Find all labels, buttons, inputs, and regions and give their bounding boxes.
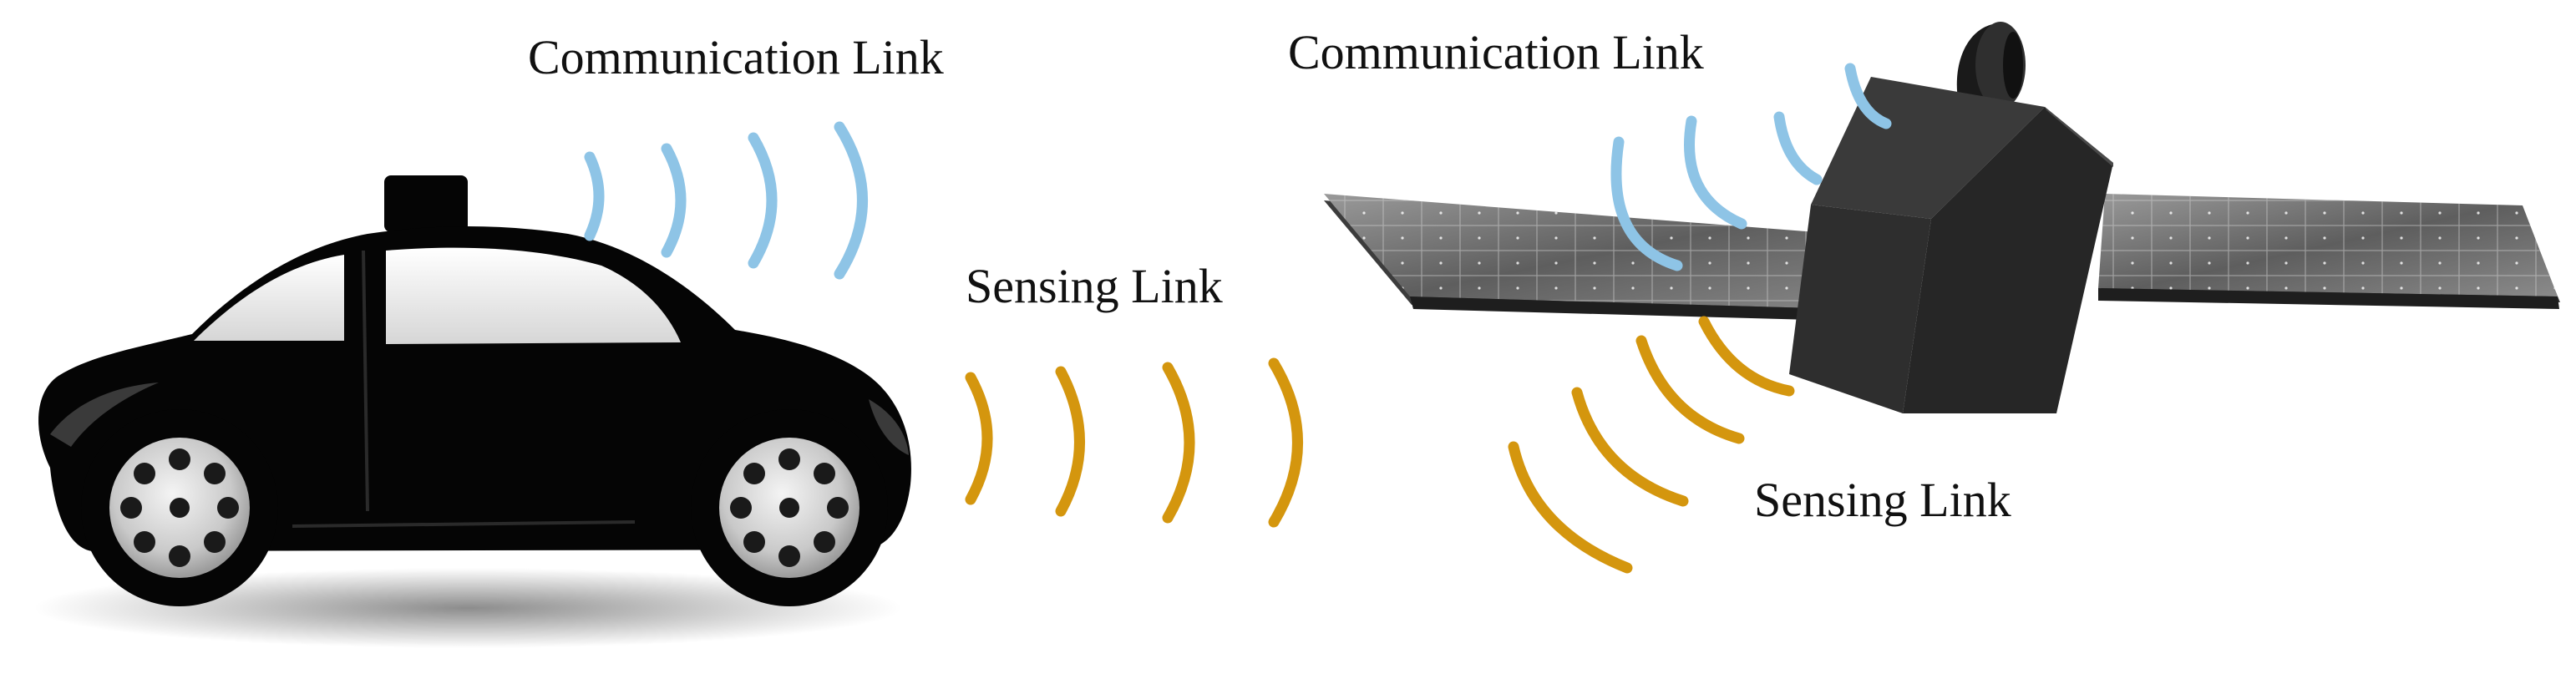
communication-wave-arc	[834, 121, 868, 280]
car-communication-waves	[584, 121, 868, 280]
car-sensing-link-label: Sensing Link	[966, 259, 1223, 313]
roof-sensor	[384, 175, 468, 232]
right-solar-panel	[2098, 194, 2560, 309]
satellite-communication-link-label: Communication Link	[1288, 25, 1704, 79]
car-shadow	[33, 568, 902, 648]
communication-wave-arc	[584, 151, 605, 241]
satellite-sensing-link-label: Sensing Link	[1754, 473, 2011, 527]
sensing-wave-arc	[1508, 441, 1633, 574]
satellite-body	[1789, 77, 2113, 413]
sensing-wave-arc	[965, 372, 993, 505]
car-rear-window	[194, 255, 344, 341]
communication-wave-arc	[661, 143, 687, 258]
satellite-communication-waves	[1610, 63, 1892, 271]
satellite-sensing-waves	[1508, 316, 1795, 574]
communication-wave-arc	[1844, 63, 1892, 129]
rear-wheel	[81, 409, 278, 606]
sensing-wave-arc	[1055, 366, 1085, 517]
car-icon	[33, 175, 911, 648]
front-wheel	[691, 409, 888, 606]
communication-wave-arc	[1684, 115, 1747, 230]
sensing-wave-arc	[1635, 335, 1745, 444]
satellite-icon	[1324, 22, 2560, 413]
sensing-wave-arc	[1162, 362, 1195, 524]
car-communication-link-label: Communication Link	[528, 30, 944, 84]
sensing-wave-arc	[1268, 357, 1303, 528]
sensing-wave-arc	[1698, 316, 1795, 397]
car-rear-light	[50, 382, 159, 447]
satellite-dish	[1956, 22, 2026, 109]
car-door-line	[362, 250, 369, 512]
car-sill-line	[292, 520, 636, 528]
communication-wave-arc	[1610, 136, 1683, 271]
communication-wave-arc	[748, 132, 778, 269]
car-headlight	[869, 399, 909, 455]
car-front-window	[386, 247, 681, 344]
communication-wave-arc	[1773, 111, 1823, 185]
car-sensing-waves	[965, 357, 1303, 528]
left-solar-panel	[1324, 194, 1904, 322]
sensing-wave-arc	[1571, 387, 1689, 507]
